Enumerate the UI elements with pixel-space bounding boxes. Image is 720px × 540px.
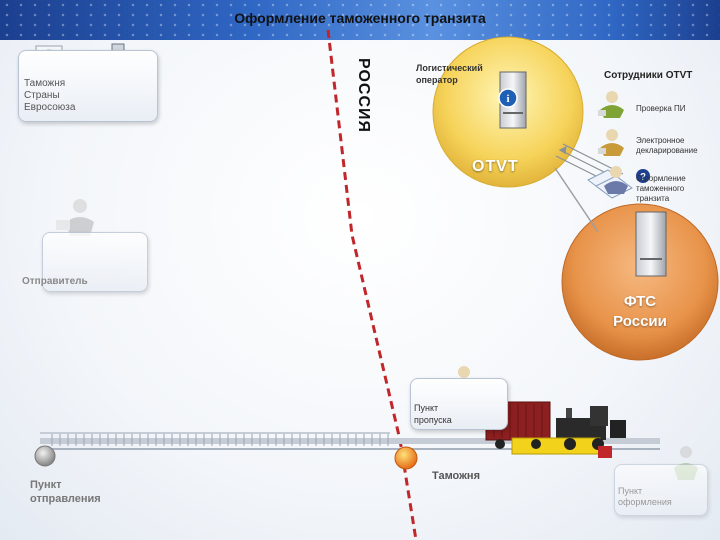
staff-person-icon-2 bbox=[598, 129, 624, 156]
server-icon-otvt: i bbox=[498, 71, 527, 129]
staff-title: Сотрудники OTVT bbox=[604, 70, 693, 81]
fts-circle bbox=[561, 203, 719, 361]
page-title: Оформление таможенного транзита bbox=[234, 10, 486, 26]
departure-point bbox=[34, 445, 56, 467]
otvt-fts-connector bbox=[554, 167, 599, 233]
railway-track bbox=[40, 432, 660, 450]
clearance-box bbox=[614, 464, 708, 516]
staff-person-icon-1 bbox=[598, 91, 624, 118]
sender-box bbox=[42, 232, 148, 292]
customs-point bbox=[394, 446, 418, 470]
eu-customs-box bbox=[18, 50, 158, 122]
customs-label: Таможня bbox=[432, 470, 480, 482]
staff-role-2: Электронное декларирование bbox=[636, 136, 698, 155]
departure-label: Пункт отправления bbox=[30, 479, 101, 505]
server-icon-fts bbox=[635, 211, 667, 277]
header-banner bbox=[0, 0, 720, 40]
fts-label: ФТС России bbox=[613, 293, 667, 330]
clearance-label: Пункт оформления bbox=[618, 486, 672, 507]
otvt-label: OTVT bbox=[472, 158, 519, 175]
sender-person-icon bbox=[56, 199, 94, 236]
logistics-operator-label: Логистический оператор bbox=[416, 63, 483, 85]
svg-text:?: ? bbox=[640, 172, 646, 183]
staff-role-1: Проверка ПИ bbox=[636, 104, 686, 113]
sender-label: Отправитель bbox=[22, 276, 88, 287]
eu-customs-label: Таможня Страны Евросоюза bbox=[24, 78, 76, 113]
svg-text:i: i bbox=[506, 93, 509, 105]
staff-person-icon-3: ? bbox=[604, 166, 650, 194]
checkpoint-box bbox=[410, 378, 508, 430]
staff-role-3: Оформление таможенного транзита bbox=[636, 174, 686, 203]
checkpoint-label: Пункт пропуска bbox=[414, 403, 452, 425]
russia-label: РОССИЯ bbox=[355, 58, 372, 134]
